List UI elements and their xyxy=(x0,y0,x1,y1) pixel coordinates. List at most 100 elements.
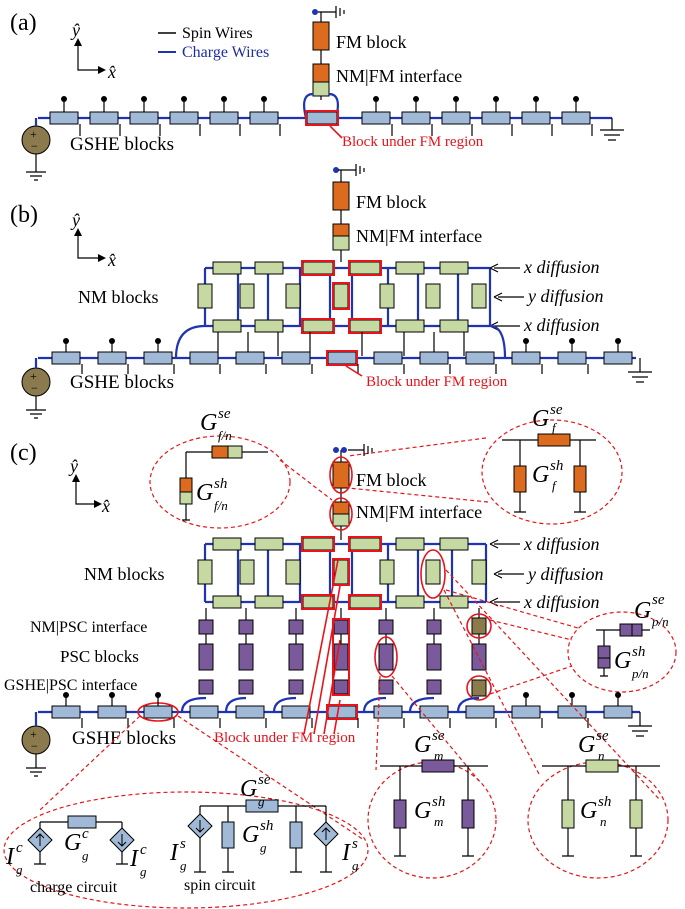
svg-text:I: I xyxy=(341,840,351,866)
panel-a-block-under-fm xyxy=(305,110,339,126)
spin-circuit-label: spin circuit xyxy=(184,877,256,894)
svg-text:sh: sh xyxy=(432,794,445,810)
svg-text:G: G xyxy=(196,480,213,506)
panel-c-label: (c) xyxy=(10,440,37,466)
svg-text:g: g xyxy=(180,858,187,873)
panel-a: (a) ŷ x̂ Spin Wires Charge Wires FM bloc… xyxy=(10,6,624,181)
svg-text:G: G xyxy=(240,776,257,802)
svg-text:x̂: x̂ xyxy=(101,496,110,516)
svg-text:s: s xyxy=(352,836,358,852)
svg-text:x̂: x̂ xyxy=(107,250,116,270)
panel-b: (b) ŷ x̂ FM block NM|FM interface xyxy=(10,164,652,419)
svg-text:f/n: f/n xyxy=(218,428,232,443)
svg-text:G: G xyxy=(532,462,549,488)
label-g-se-pn: G se p/n xyxy=(634,592,669,629)
svg-text:+: + xyxy=(30,127,37,141)
svg-text:g: g xyxy=(258,794,265,809)
legend-charge-label: Charge Wires xyxy=(182,44,269,61)
svg-text:FM block: FM block xyxy=(356,470,427,490)
svg-text:Block under FM region: Block under FM region xyxy=(366,374,508,390)
panel-a-block-under-fm-label: Block under FM region xyxy=(342,134,484,150)
svg-text:f: f xyxy=(552,420,558,435)
svg-text:sh: sh xyxy=(260,818,273,834)
svg-text:I: I xyxy=(129,846,139,872)
inset-gshe-circuits xyxy=(3,791,369,909)
panel-b-nm-label: NM blocks xyxy=(78,287,159,307)
svg-text:sh: sh xyxy=(632,644,645,660)
panel-a-axis-x: x̂ xyxy=(107,62,116,82)
panel-a-gshe-label: GSHE blocks xyxy=(70,134,174,155)
charge-circuit-label: charge circuit xyxy=(30,879,118,896)
panel-a-nmfm-label: NM|FM interface xyxy=(336,66,462,86)
svg-text:g: g xyxy=(82,848,89,863)
svg-text:G: G xyxy=(200,410,217,436)
svg-text:se: se xyxy=(652,592,665,608)
svg-text:sh: sh xyxy=(598,794,611,810)
label-g-sh-n: G sh n xyxy=(580,794,611,829)
svg-text:x diffusion: x diffusion xyxy=(523,534,600,554)
fm-block xyxy=(312,21,330,51)
svg-text:g: g xyxy=(352,858,359,873)
svg-text:I: I xyxy=(169,840,179,866)
svg-text:ŷ: ŷ xyxy=(70,210,80,230)
svg-text:sh: sh xyxy=(214,476,227,492)
svg-text:sh: sh xyxy=(550,458,563,474)
svg-text:I: I xyxy=(5,844,15,870)
svg-text:f: f xyxy=(552,478,558,493)
inset-n xyxy=(527,761,669,879)
svg-text:NM|FM interface: NM|FM interface xyxy=(356,226,482,246)
svg-text:m: m xyxy=(434,814,443,829)
svg-text:−: − xyxy=(31,381,38,395)
psc-blocks-label: PSC blocks xyxy=(60,647,139,666)
panel-c-nm-grid xyxy=(197,536,488,610)
svg-text:+: + xyxy=(30,369,37,383)
svg-text:n: n xyxy=(600,814,607,829)
panel-a-gshe-chain xyxy=(49,96,593,136)
svg-text:ŷ: ŷ xyxy=(68,456,78,476)
svg-text:GSHE blocks: GSHE blocks xyxy=(72,728,176,749)
svg-text:se: se xyxy=(258,772,271,788)
panel-a-axis-y: ŷ xyxy=(70,20,80,40)
svg-text:n: n xyxy=(598,748,605,763)
svg-text:g: g xyxy=(140,864,147,879)
svg-text:G: G xyxy=(580,798,597,824)
svg-text:GSHE blocks: GSHE blocks xyxy=(70,372,174,393)
panel-a-fm-label: FM block xyxy=(336,32,407,52)
svg-text:s: s xyxy=(180,836,186,852)
label-g-se-m: G se m xyxy=(414,728,445,763)
label-g-sh-m: G sh m xyxy=(414,794,445,829)
svg-text:G: G xyxy=(532,406,549,432)
svg-text:g: g xyxy=(260,840,267,855)
panel-c-psc-columns xyxy=(198,608,492,701)
panel-a-ground-right xyxy=(600,118,624,141)
svg-text:+: + xyxy=(30,727,37,741)
svg-text:f/n: f/n xyxy=(214,498,228,513)
svg-text:NM|FM interface: NM|FM interface xyxy=(356,502,482,522)
inset-fn xyxy=(149,435,291,529)
panel-b-gshe-chain xyxy=(51,338,633,374)
svg-text:se: se xyxy=(596,728,609,744)
svg-text:p/n: p/n xyxy=(651,614,669,629)
panel-a-axes-arrows xyxy=(77,42,102,71)
svg-text:x diffusion: x diffusion xyxy=(523,592,600,612)
panel-b-label: (b) xyxy=(10,202,38,228)
svg-text:p/n: p/n xyxy=(631,666,649,681)
panel-c: (c) ŷ x̂ G se f/n G sh f/n G se f xyxy=(3,402,677,909)
nm-psc-interface-label: NM|PSC interface xyxy=(30,619,147,636)
svg-text:c: c xyxy=(16,840,23,856)
svg-text:se: se xyxy=(218,406,231,422)
svg-text:y diffusion: y diffusion xyxy=(526,564,604,584)
legend-spin-label: Spin Wires xyxy=(182,25,253,42)
svg-text:G: G xyxy=(614,648,631,674)
svg-text:g: g xyxy=(16,862,23,877)
gshe-psc-interface-label: GSHE|PSC interface xyxy=(4,677,137,694)
svg-text:FM block: FM block xyxy=(356,192,427,212)
nm-interface-bottom xyxy=(312,81,330,97)
svg-text:−: − xyxy=(31,739,38,753)
svg-text:se: se xyxy=(550,402,563,418)
svg-text:−: − xyxy=(31,139,38,153)
svg-text:NM blocks: NM blocks xyxy=(84,564,165,584)
svg-text:m: m xyxy=(434,748,443,763)
label-g-sh-f: G sh f xyxy=(532,458,563,493)
fm-interface-top xyxy=(312,63,330,83)
